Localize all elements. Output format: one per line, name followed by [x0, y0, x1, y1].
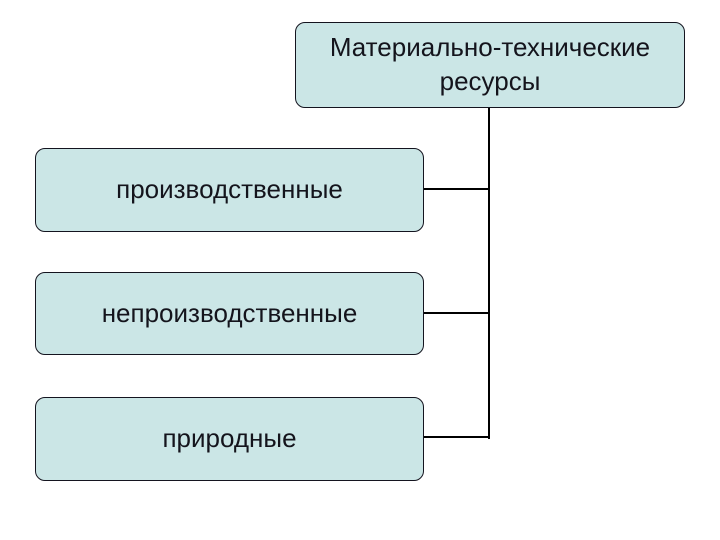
connector-trunk-line	[488, 108, 490, 439]
node-nonproduction: непроизводственные	[35, 272, 424, 355]
node-natural-label: природные	[162, 423, 297, 454]
connector-branch-production	[424, 188, 488, 190]
connector-branch-nonproduction	[424, 312, 488, 314]
node-production-label: производственные	[116, 174, 343, 205]
connector-branch-natural	[424, 436, 488, 438]
root-node-material-resources: Материально-технические ресурсы	[295, 22, 685, 108]
root-node-label: Материально-технические ресурсы	[329, 32, 651, 96]
node-nonproduction-label: непроизводственные	[101, 297, 358, 328]
node-production: производственные	[35, 148, 424, 232]
node-natural: природные	[35, 397, 424, 481]
